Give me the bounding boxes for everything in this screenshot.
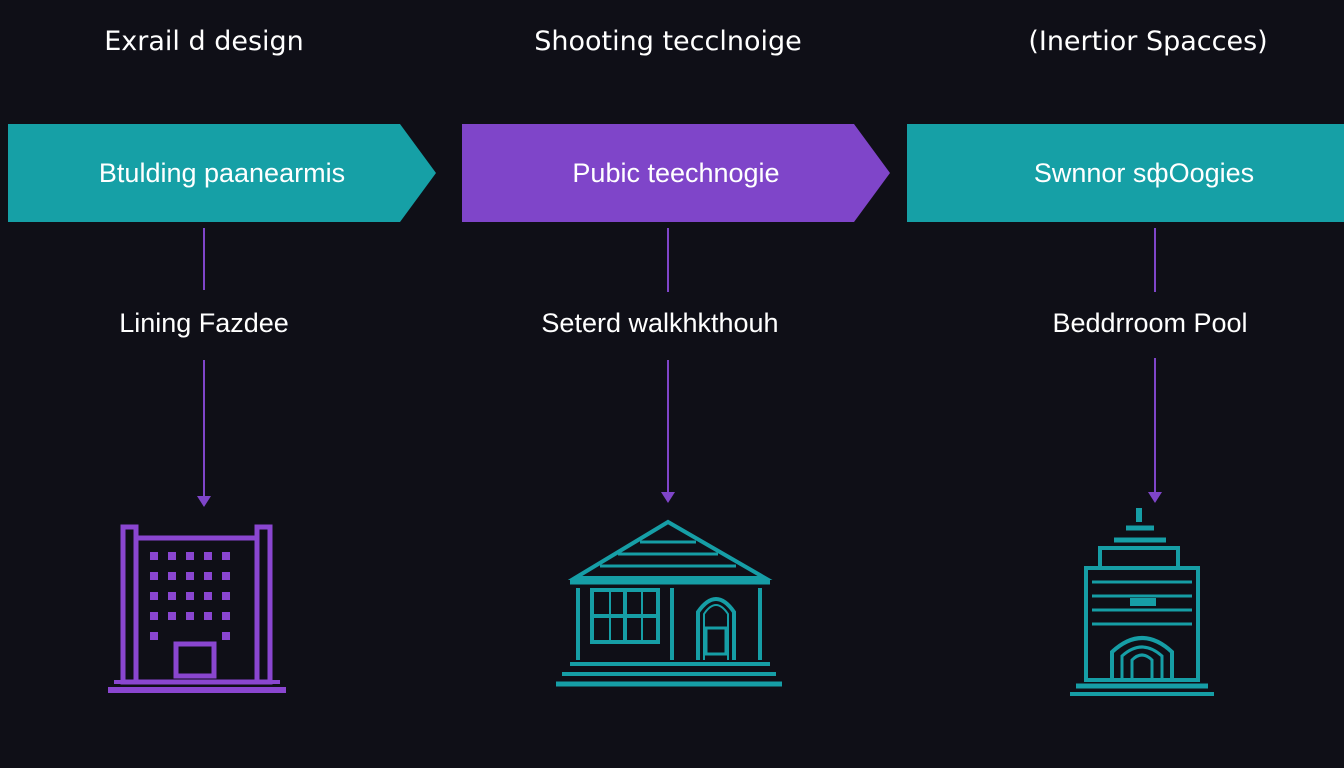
office-building-icon [108, 524, 286, 693]
classical-house-icon [556, 519, 782, 687]
column-title-2: Shooting tecclnoige [534, 26, 802, 57]
step-label-3: Beddrroom Pool [1052, 308, 1248, 338]
column-title-1: Exrail d design [104, 26, 304, 57]
banner-label-1: Btulding paanearmis [98, 158, 346, 188]
step-label-1: Lining Fazdee [119, 308, 289, 338]
banner-1-shape [8, 124, 436, 222]
tower-building-icon [1070, 508, 1214, 696]
column-title-3: (Inertior Spacces) [1028, 26, 1268, 57]
connector-2 [661, 228, 675, 503]
banner-label-3: Swnnor sфOogies [1033, 158, 1255, 188]
banner-label-2: Pubic teechnogie [572, 158, 780, 188]
banner-2-shape [462, 124, 890, 222]
banner-3-shape [907, 124, 1344, 222]
step-label-2: Seterd walkhkthouh [541, 308, 779, 338]
connector-3 [1148, 228, 1162, 503]
connector-1 [197, 228, 211, 507]
